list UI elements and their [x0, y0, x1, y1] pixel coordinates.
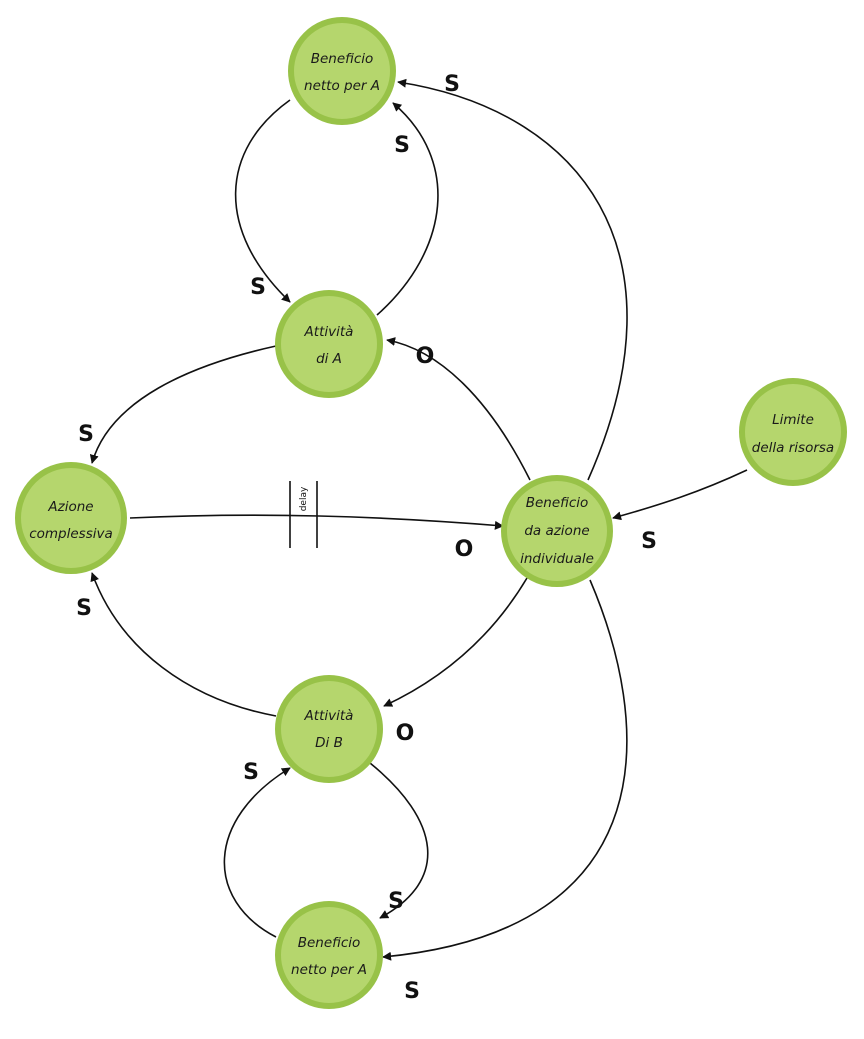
- polarity-o-delay: O: [455, 537, 474, 562]
- node-label: Di B: [315, 735, 343, 751]
- edge-beneficio-bottom-to-attivita-b: [223, 767, 291, 938]
- node-label: individuale: [520, 551, 594, 567]
- edge-azione-to-beneficio-azione: [129, 514, 504, 530]
- node-label: Limite: [772, 412, 814, 428]
- edge-limite-to-beneficio-azione: [612, 469, 748, 521]
- node-label: Azione: [47, 499, 93, 515]
- polarity-s-attivita-b-right: S: [388, 889, 404, 914]
- polarity-s-attivita-a-left: S: [250, 275, 266, 300]
- edge-attivita-a-to-beneficio-top: [376, 102, 439, 316]
- polarity-s-limite: S: [641, 529, 657, 554]
- node-label: Attività: [304, 324, 354, 340]
- edges: [89, 78, 748, 961]
- delay-marker: delay: [289, 481, 318, 548]
- node-label: complessiva: [29, 526, 113, 542]
- edge-beneficio-azione-to-attivita-b: [383, 577, 528, 707]
- node-label: netto per A: [304, 78, 380, 94]
- edge-beneficio-azione-to-attivita-a: [386, 337, 531, 481]
- edge-attivita-a-to-azione: [89, 345, 277, 464]
- polarity-o-attivita-b: O: [396, 721, 415, 746]
- node-azione-complessiva[interactable]: Azione complessiva: [15, 462, 127, 574]
- polarity-s-azione-top: S: [78, 422, 94, 447]
- edge-beneficio-azione-to-beneficio-top: [397, 78, 628, 481]
- node-beneficio-netto-a-top[interactable]: Beneficio netto per A: [288, 17, 396, 125]
- node-limite-risorsa[interactable]: Limite della risorsa: [739, 378, 847, 486]
- edge-attivita-b-to-beneficio-bottom: [369, 762, 429, 919]
- polarity-s-azione-bottom: S: [76, 596, 92, 621]
- node-label: da azione: [524, 523, 589, 539]
- polarity-s-attivita-b-left: S: [243, 760, 259, 785]
- node-beneficio-azione-individuale[interactable]: Beneficio da azione individuale: [501, 475, 613, 587]
- node-label: Beneficio: [311, 51, 374, 67]
- node-label: Beneficio: [526, 495, 589, 511]
- polarity-s-bottom-right: S: [404, 979, 420, 1004]
- edge-attivita-b-to-azione: [90, 572, 277, 717]
- node-beneficio-netto-a-bottom[interactable]: Beneficio netto per A: [275, 901, 383, 1009]
- polarity-labels: S S S O S O S S O S S S: [76, 72, 657, 1004]
- node-label: di A: [316, 351, 342, 367]
- polarity-s-top-mid: S: [394, 133, 410, 158]
- node-label: della risorsa: [752, 440, 834, 456]
- node-label: netto per A: [291, 962, 367, 978]
- node-label: Beneficio: [298, 935, 361, 951]
- node-attivita-di-b[interactable]: Attività Di B: [275, 675, 383, 783]
- polarity-o-attivita-a: O: [416, 344, 435, 369]
- edge-beneficio-top-to-attivita-a: [234, 99, 291, 303]
- polarity-s-top-right: S: [444, 72, 460, 97]
- node-attivita-di-a[interactable]: Attività di A: [275, 290, 383, 398]
- edge-beneficio-azione-to-beneficio-bottom: [382, 579, 628, 961]
- node-label: Attività: [304, 708, 354, 724]
- delay-label: delay: [299, 486, 309, 511]
